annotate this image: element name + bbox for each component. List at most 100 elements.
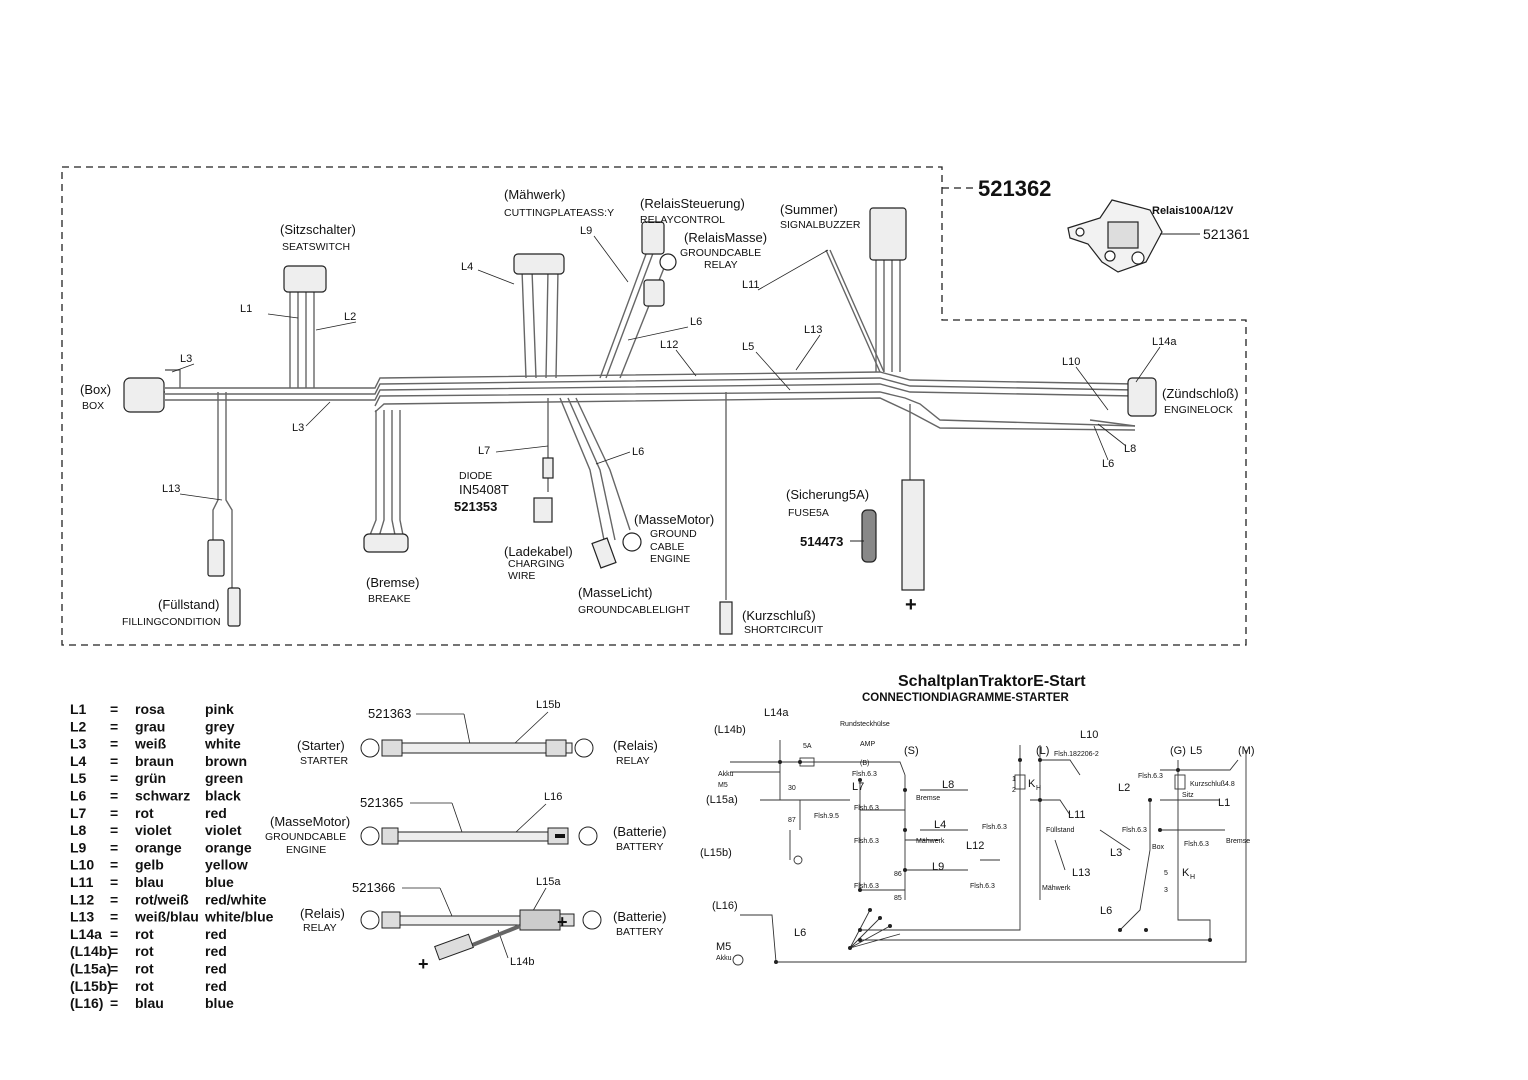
legend-de: blau [135,874,164,890]
wire-label-l11: L11 [742,279,760,291]
sch-l16: (L16) [712,900,738,912]
bremse-de: (Bremse) [366,575,419,590]
legend-de: rot [135,943,154,959]
ladekabel-plug [533,497,553,523]
ladekabel-en1: CHARGING [508,558,565,570]
summer-de: (Summer) [780,202,838,217]
legend-en: orange [205,839,252,855]
sch-flsh63d: Flsh.6.3 [854,883,879,890]
cable3-part: 521366 [352,880,395,895]
legend-eq: = [110,857,118,873]
wire-label-l14a: L14a [1152,336,1177,348]
wire-label-l5: L5 [742,341,754,353]
legend-en: red [205,926,227,942]
legend-en: yellow [205,857,248,873]
legend-eq: = [110,805,118,821]
junction-dot [1144,928,1148,932]
wire-label-l3b: L3 [292,422,304,434]
cable3-plus2: + [418,954,429,974]
sch-bremse: Bremse [916,795,940,802]
legend-de: rot [135,978,154,994]
massemotor-ring [622,532,642,552]
masselicht-de: (MasseLicht) [578,585,652,600]
relaismasse-boot [643,279,665,307]
cable2-left-de: (MasseMotor) [270,814,350,829]
sch-l14b: (L14b) [714,724,746,736]
summer-en: SIGNALBUZZER [780,219,861,231]
box-de: (Box) [80,382,111,397]
wire-label-l3a: L3 [180,353,192,365]
summer-connector [869,207,907,261]
sch-l10: L10 [1080,729,1098,741]
massemotor-en3: ENGINE [650,553,690,565]
sch-flsh63f: Flsh.6.3 [970,883,995,890]
legend-code: L10 [70,857,94,873]
sch-maehwerk2: Mähwerk [1042,885,1071,892]
relaiscontrol-connector [641,221,665,255]
brake-connector [363,533,409,553]
legend-eq: = [110,909,118,925]
connectors [123,207,1157,635]
cable2-right-en: BATTERY [616,841,663,853]
sch-5a: 5A [803,743,812,750]
legend-eq: = [110,995,118,1011]
sch-akkub: Akku [716,955,732,962]
sch-n5: 5 [1164,870,1168,877]
junction-dot [798,760,802,764]
cable3-left-en: RELAY [303,922,337,934]
legend-code: L11 [70,874,94,890]
relaissteuerung-de: (RelaisSteuerung) [640,196,745,211]
relay-100a [1067,199,1163,273]
legend-en: black [205,788,241,804]
legend-de: rot/weiß [135,891,189,907]
sch-akku: Akku [718,771,734,778]
diode-part [542,457,554,479]
sch-m5b: M5 [716,941,731,953]
legend-code: L13 [70,909,94,925]
junction-dot [858,888,862,892]
legend-eq: = [110,978,118,994]
sch-m: (M) [1238,745,1255,757]
legend-code: L5 [70,770,87,786]
legend-code: (L14b) [70,943,112,959]
sch-n1: 1 [1012,776,1016,783]
wire-label-l2: L2 [344,311,356,323]
legend-eq: = [110,943,118,959]
junction-dot [888,924,892,928]
legend-en: green [205,770,243,786]
sch-sitz: Sitz [1182,792,1194,799]
masselicht-en: GROUNDCABLELIGHT [578,604,691,616]
cable3-wire2: L14b [510,956,534,968]
junction-dot [868,908,872,912]
legend-en: brown [205,753,247,769]
cable3-left-de: (Relais) [300,906,345,921]
legend-eq: = [110,961,118,977]
cable2-part: 521365 [360,795,403,810]
cable2-left-en1: GROUNDCABLE [265,831,346,843]
kurzschluss-plug [719,601,733,635]
sch-l15b: (L15b) [700,847,732,859]
junction-dot [1038,798,1042,802]
diode-part-no: 521353 [454,499,497,514]
sch-l2: L2 [1118,782,1130,794]
sch-box: Box [1152,844,1165,851]
cable2-wire: L16 [544,791,562,803]
junction-dot [1208,938,1212,942]
junction-dot [774,960,778,964]
legend-en: red [205,961,227,977]
fill-connector-a [207,539,225,577]
wire-label-l4: L4 [461,261,473,273]
sch-l13: L13 [1072,867,1090,879]
legend-code: L3 [70,736,87,752]
relaismasse-en1: GROUNDCABLE [680,247,761,259]
sch-fuellstand: Füllstand [1046,827,1075,834]
cable-521366: 521366 L15a L14b + + (Relais) RELAY (Bat… [300,876,666,974]
legend-en: white/blue [204,909,274,925]
wire-label-l13a: L13 [804,324,822,336]
schematic-subtitle: CONNECTIONDIAGRAMME-STARTER [862,692,1069,704]
junction-dot [1158,828,1162,832]
sch-l12: L12 [966,840,984,852]
sch-l6b: L6 [794,927,806,939]
sch-n3: 3 [1164,887,1168,894]
